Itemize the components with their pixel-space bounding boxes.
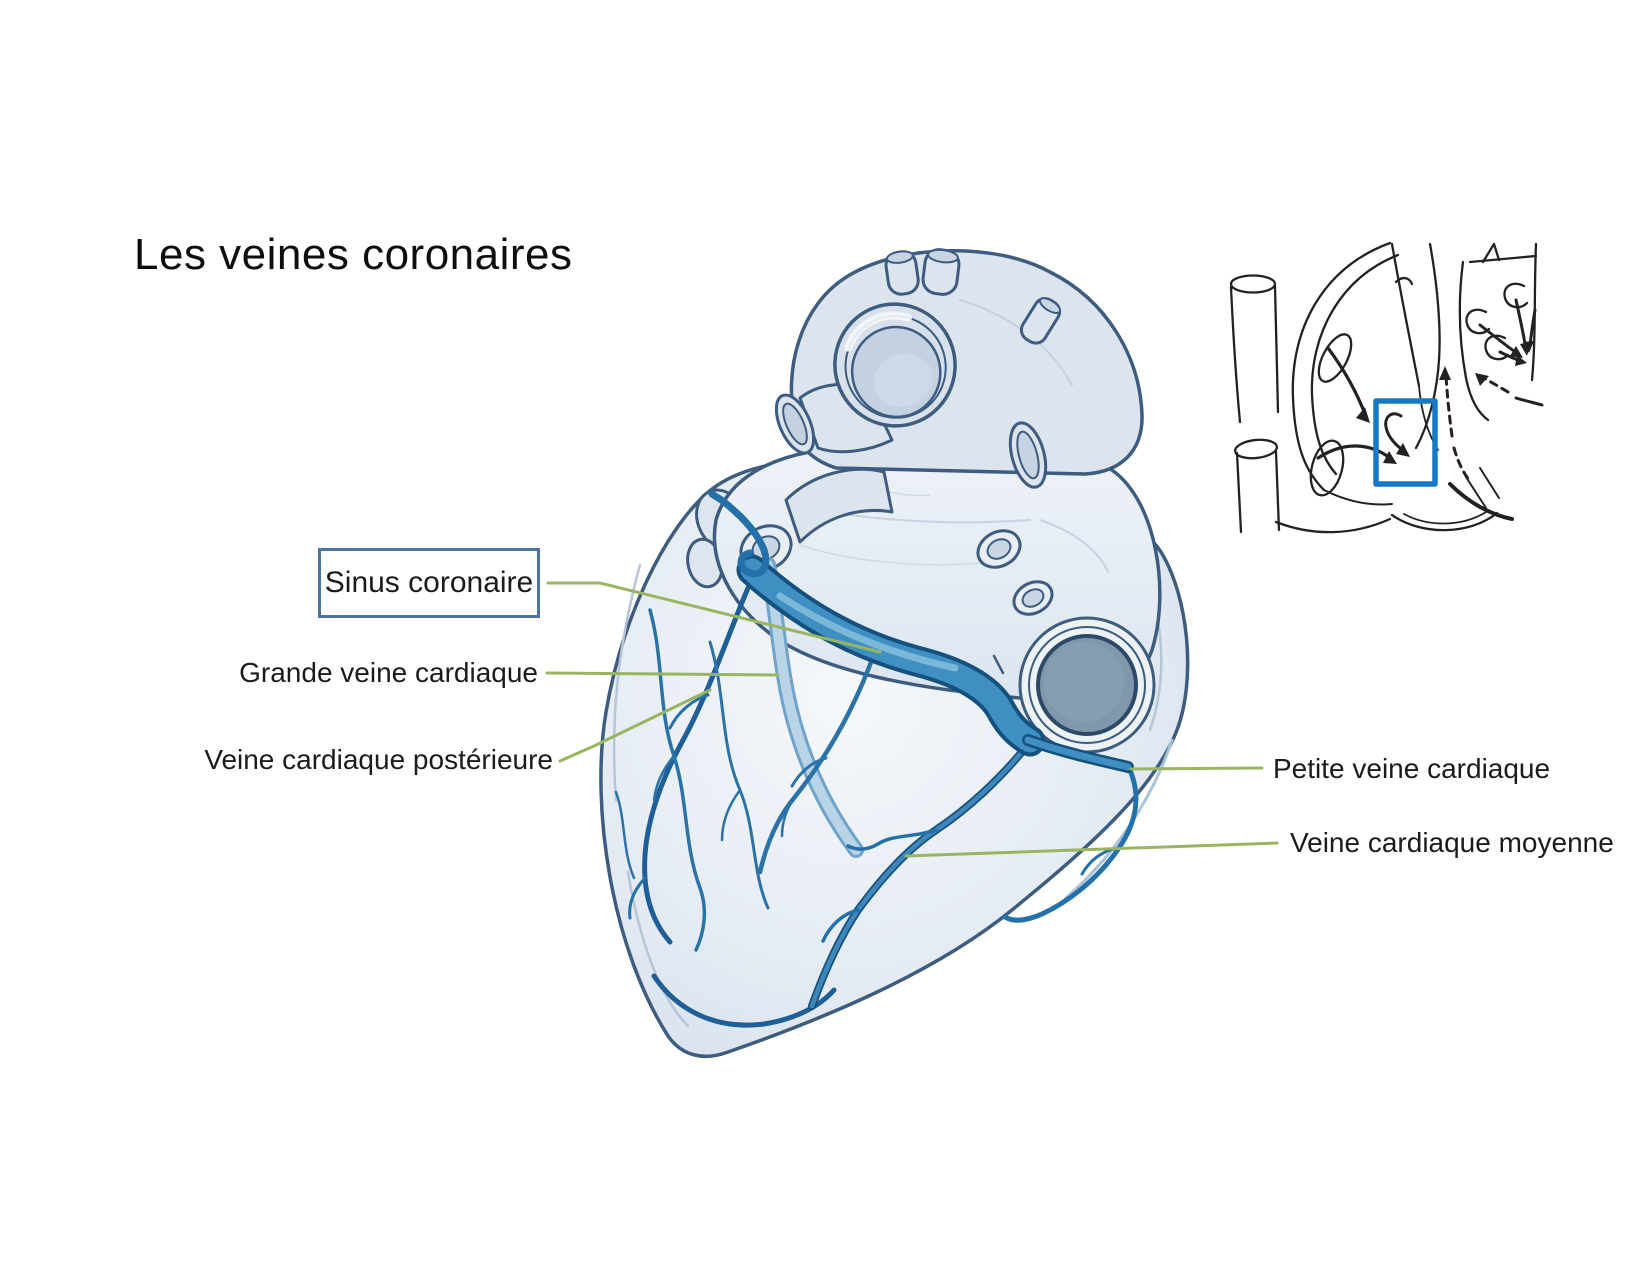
leader-line-petite-veine	[1129, 766, 1264, 771]
vessel-stub	[884, 250, 920, 296]
pulmonary-vein-opening	[774, 393, 816, 455]
label-veine-cardiaque-moyenne: Veine cardiaque moyenne	[1290, 827, 1614, 858]
inferior-vena-cava-opening	[1018, 616, 1156, 754]
svc-flow-arrow	[1326, 346, 1367, 416]
leader-line-veine-moyenne	[904, 841, 1279, 858]
ivc-cylinder	[1233, 438, 1281, 534]
heart-illustration	[599, 248, 1190, 1059]
leader-line-sinus-coronaire	[546, 581, 882, 654]
label-box-sinus-coronaire: Sinus coronaire	[318, 548, 540, 618]
pulmonary-trunk-opening	[833, 302, 957, 428]
label-veine-cardiaque-posterieure: Veine cardiaque postérieure	[204, 744, 553, 775]
vein-loop	[708, 490, 770, 578]
middle-cardiac-vein	[808, 738, 1034, 1010]
vessel-stub	[921, 248, 961, 296]
coronary-sinus-band	[736, 554, 1134, 773]
label-grande-veine-cardiaque: Grande veine cardiaque	[239, 657, 538, 688]
leader-line-veine-posterieure	[558, 688, 712, 763]
posterior-cardiac-vein	[628, 585, 751, 945]
pulmonary-vein-opening	[1012, 580, 1054, 616]
page-title: Les veines coronaires	[134, 230, 573, 279]
great-cardiac-vein	[760, 557, 864, 858]
inset-heart-schematic	[1229, 241, 1544, 534]
label-sinus-coronaire: Sinus coronaire	[324, 566, 534, 599]
vessel-stub	[1019, 297, 1062, 345]
ivc-flow-arrow	[1316, 444, 1392, 460]
svc-cylinder	[1229, 274, 1280, 424]
leader-lines	[545, 581, 1279, 858]
leader-line-grande-veine	[545, 671, 780, 677]
pulmonary-vein-opening	[1008, 421, 1048, 489]
highlight-box	[1373, 398, 1438, 487]
pulmonary-vein-opening	[976, 529, 1022, 569]
label-petite-veine-cardiaque: Petite veine cardiaque	[1273, 753, 1551, 784]
coronary-sinus-flow-arrow	[1384, 412, 1407, 454]
